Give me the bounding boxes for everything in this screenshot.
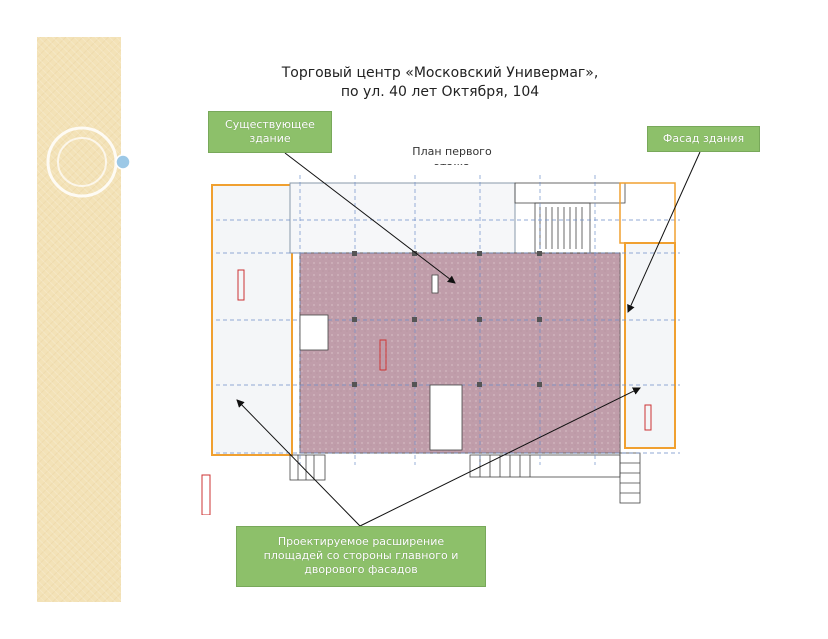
callout-projected-line-3: дворового фасадов (304, 563, 418, 576)
red-marker-right (644, 404, 652, 431)
title-line-2: по ул. 40 лет Октября, 104 (340, 84, 540, 100)
callout-existing-building: Существующее здание (208, 111, 332, 153)
red-marker-core (379, 339, 387, 371)
decorative-circles (46, 126, 131, 198)
callout-projected-extension: Проектируемое расширение площадей со сто… (236, 526, 486, 587)
callout-facade: Фасад здания (647, 126, 760, 152)
slide-title: Торговый центр «Московский Универмаг», п… (200, 64, 680, 102)
title-line-1: Торговый центр «Московский Универмаг», (281, 65, 599, 81)
callout-projected-line-1: Проектируемое расширение (277, 535, 445, 548)
building-top-strip (289, 182, 516, 254)
red-stamp (201, 474, 211, 515)
decorative-dot (115, 154, 131, 170)
projected-area-right (624, 242, 676, 449)
callout-existing-line-1: Существующее (225, 118, 315, 131)
callout-existing-line-2: здание (249, 132, 291, 145)
callout-facade-text: Фасад здания (662, 132, 745, 145)
callout-projected-line-2: площадей со стороны главного и (263, 549, 459, 562)
red-marker-left (237, 269, 245, 301)
floor-plan-drawing (180, 165, 700, 515)
decorative-side-strip (37, 37, 121, 602)
plan-label-line-1: План первого (412, 145, 492, 158)
